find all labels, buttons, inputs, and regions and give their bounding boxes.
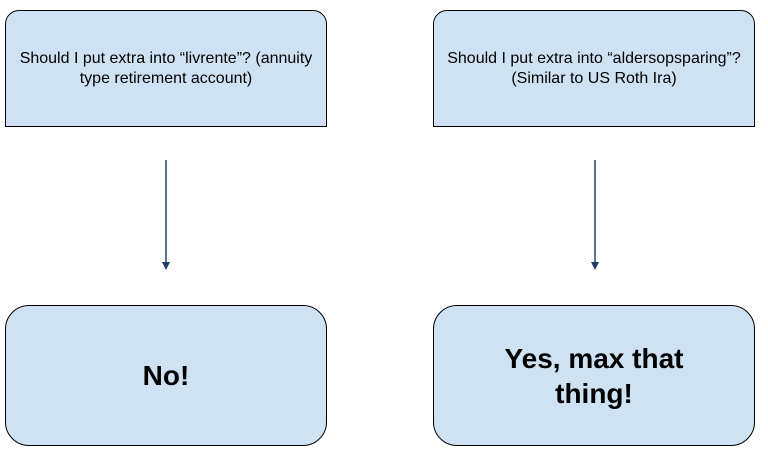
right-arrow [591, 160, 599, 270]
right-question-text: Should I put extra into “aldersopsparing… [447, 50, 741, 87]
left-question-text: Should I put extra into “livrente”? (ann… [19, 50, 313, 87]
right-question-box: Should I put extra into “aldersopsparing… [433, 10, 755, 127]
left-question-box: Should I put extra into “livrente”? (ann… [5, 10, 327, 127]
left-arrow-head [162, 262, 170, 270]
left-answer-box: No! [5, 305, 327, 446]
right-answer-box: Yes, max that thing! [433, 305, 755, 446]
left-answer-text: No! [142, 360, 190, 391]
right-arrow-head [591, 262, 599, 270]
right-answer-text: Yes, max that thing! [504, 342, 684, 409]
left-arrow [162, 160, 170, 270]
